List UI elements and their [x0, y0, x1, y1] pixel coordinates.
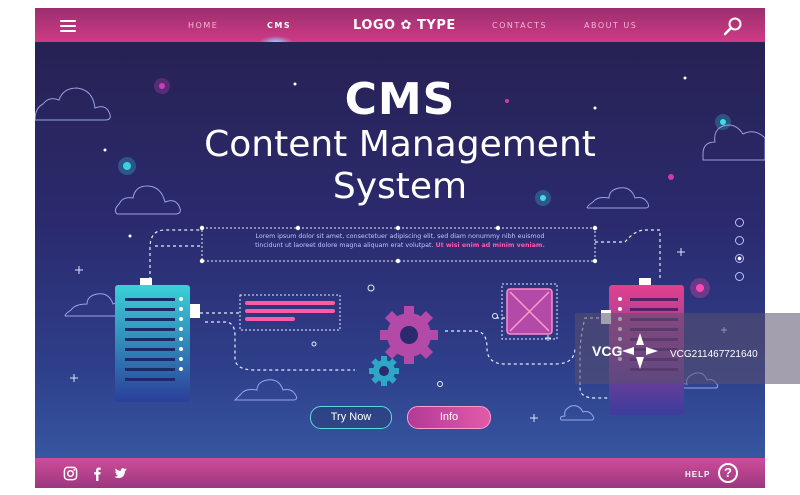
landing-page: HOME CMS LOGO ✿ TYPE CONTACTS ABOUT US C… [35, 8, 765, 488]
help-label[interactable]: HELP [685, 470, 711, 479]
try-now-button[interactable]: Try Now [310, 406, 392, 429]
nav-contacts[interactable]: CONTACTS [492, 21, 548, 30]
hero-subtitle-line1: Content Management [204, 124, 596, 165]
gear-large [380, 306, 438, 364]
pagination-dot-3[interactable] [735, 254, 744, 263]
connector-lines [149, 229, 661, 399]
top-nav-bar: HOME CMS LOGO ✿ TYPE CONTACTS ABOUT US [35, 8, 765, 42]
text-block-widget [239, 294, 341, 331]
small-circles [311, 284, 498, 387]
instagram-icon[interactable] [63, 466, 78, 481]
glow-stars [103, 76, 731, 298]
image-placeholder-widget [501, 283, 558, 340]
help-question-icon[interactable]: ? [718, 463, 738, 483]
slide-pagination [735, 218, 744, 290]
lorem-line-2: tincidunt ut laoreet dolore magna aliqua… [205, 241, 595, 250]
server-left [115, 278, 200, 402]
watermark-id: VCG211467721640 [670, 349, 758, 360]
lorem-line-1: Lorem ipsum dolor sit amet, consectetuer… [255, 233, 545, 240]
hamburger-menu-icon[interactable] [60, 17, 76, 33]
info-button[interactable]: Info [407, 406, 491, 429]
hero-title: CMS [344, 74, 456, 125]
lorem-line-2-text: tincidunt ut laoreet dolore magna aliqua… [255, 242, 434, 249]
watermark-overlay [575, 313, 800, 384]
nav-home[interactable]: HOME [188, 21, 219, 30]
lorem-paragraph: Lorem ipsum dolor sit amet, consectetuer… [205, 232, 595, 262]
logo[interactable]: LOGO ✿ TYPE [353, 18, 456, 33]
twitter-icon[interactable] [113, 466, 128, 481]
watermark-brand: VCG [592, 343, 623, 359]
pagination-dot-2[interactable] [735, 236, 744, 245]
nav-about-us[interactable]: ABOUT US [584, 21, 638, 30]
hero-subtitle: Content Management System [35, 124, 765, 208]
nav-cms[interactable]: CMS [267, 21, 292, 30]
gear-small [369, 356, 399, 386]
vcg-logo-icon [622, 333, 658, 369]
search-icon[interactable] [723, 16, 743, 36]
footer-bar: HELP ? [35, 458, 765, 488]
pagination-dot-4[interactable] [735, 272, 744, 281]
lorem-highlight: Ut wisi enim ad minim veniam. [435, 242, 545, 249]
selection-handles [199, 225, 598, 264]
nav-active-indicator [259, 36, 293, 42]
pagination-dot-1[interactable] [735, 218, 744, 227]
facebook-icon[interactable] [90, 466, 105, 481]
hero-subtitle-line2: System [332, 166, 468, 207]
